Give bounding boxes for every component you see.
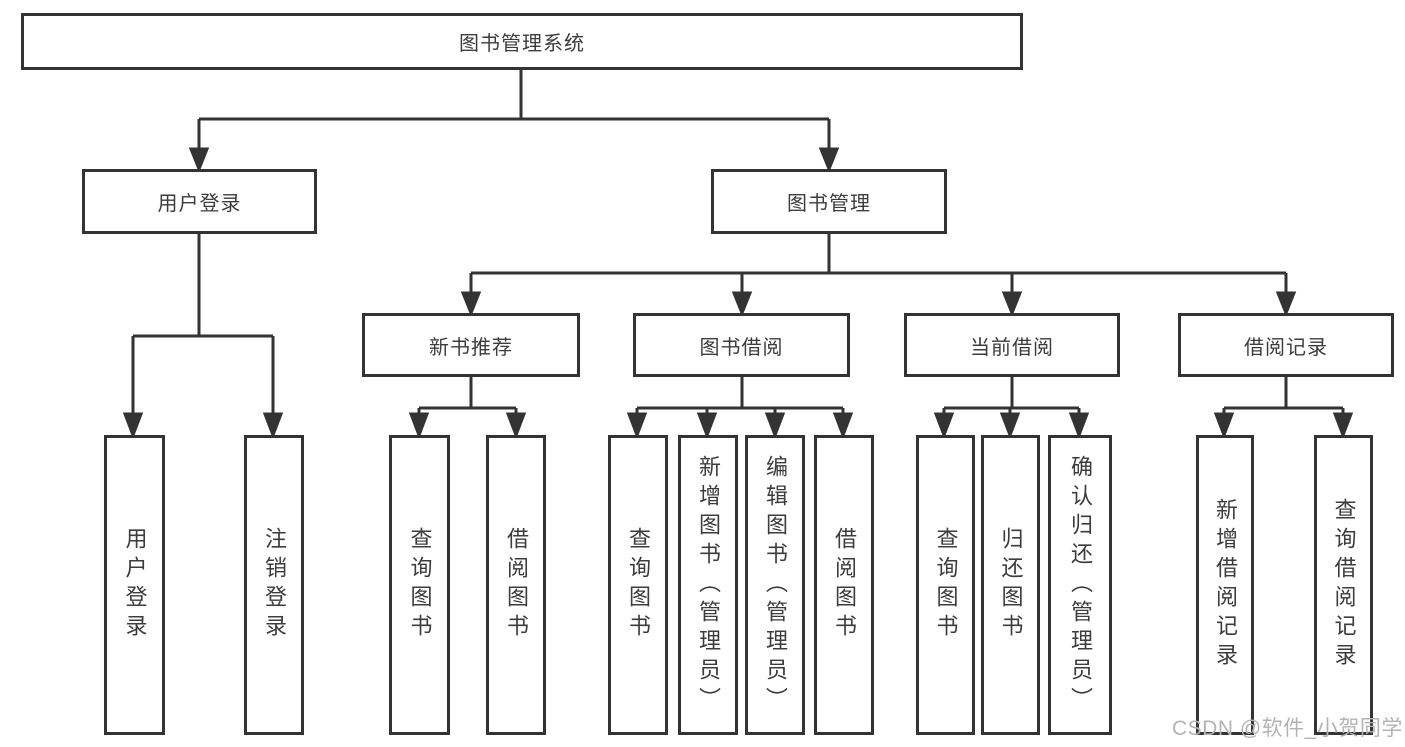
node-new-book-recommendation: 新书推荐 [362,313,580,377]
connector-borrow-record [1213,377,1354,440]
node-label: 归还图书 [998,527,1024,643]
node-label: 当前借阅 [970,336,1054,359]
connector-current-borrow [933,377,1090,440]
node-label: 查询图书 [933,527,959,643]
connector-login-group [122,234,284,440]
node-label: 借阅记录 [1244,336,1328,359]
node-label: 查询借阅记录 [1331,498,1357,672]
node-label: 用户登录 [122,527,148,643]
node-label: 图书借阅 [699,336,784,359]
node-logout: 注销登录 [244,435,304,735]
node-rec-query-books: 查询图书 [389,435,450,735]
node-query-borrow-record: 查询借阅记录 [1314,435,1373,735]
node-borrowing-records: 借阅记录 [1178,313,1394,377]
node-label: 确认归还（管理员） [1068,454,1093,716]
node-label: 借阅图书 [832,527,857,643]
node-add-books-admin: 新增图书（管理员） [678,435,738,735]
node-user-login: 用户登录 [104,435,165,735]
connector-new-book-rec [408,377,527,440]
csdn-watermark: CSDN @软件_小贺同学 [1172,717,1403,740]
node-current-query-books: 查询图书 [916,435,975,735]
node-label: 新增图书（管理员） [696,454,721,716]
node-borrow-books: 借阅图书 [814,435,874,735]
node-borrow-query-books: 查询图书 [608,435,668,735]
node-label: 新增借阅记录 [1213,498,1238,672]
connector-book-mgmt [460,234,1297,318]
node-edit-books-admin: 编辑图书（管理员） [745,435,805,735]
node-rec-borrow-books: 借阅图书 [486,435,546,735]
node-label: 注销登录 [262,527,287,643]
node-label: 查询图书 [407,527,433,643]
node-library-management-system: 图书管理系统 [21,13,1023,70]
node-label: 查询图书 [626,527,651,643]
node-current-borrowing: 当前借阅 [904,313,1120,377]
node-book-management: 图书管理 [711,169,947,234]
node-return-books: 归还图书 [981,435,1040,735]
node-label: 编辑图书（管理员） [763,454,788,716]
connector-root-to-level2 [188,69,840,174]
node-label: 新书推荐 [429,336,513,359]
node-add-borrow-record: 新增借阅记录 [1196,435,1254,735]
node-label: 借阅图书 [504,527,529,643]
connector-book-borrow [626,377,854,440]
node-user-login-group: 用户登录 [82,169,317,234]
node-label: 图书管理系统 [459,33,585,55]
node-label: 用户登录 [157,193,242,215]
node-confirm-return-admin: 确认归还（管理员） [1048,435,1112,735]
node-label: 图书管理 [787,193,871,215]
node-book-borrowing: 图书借阅 [633,313,850,377]
